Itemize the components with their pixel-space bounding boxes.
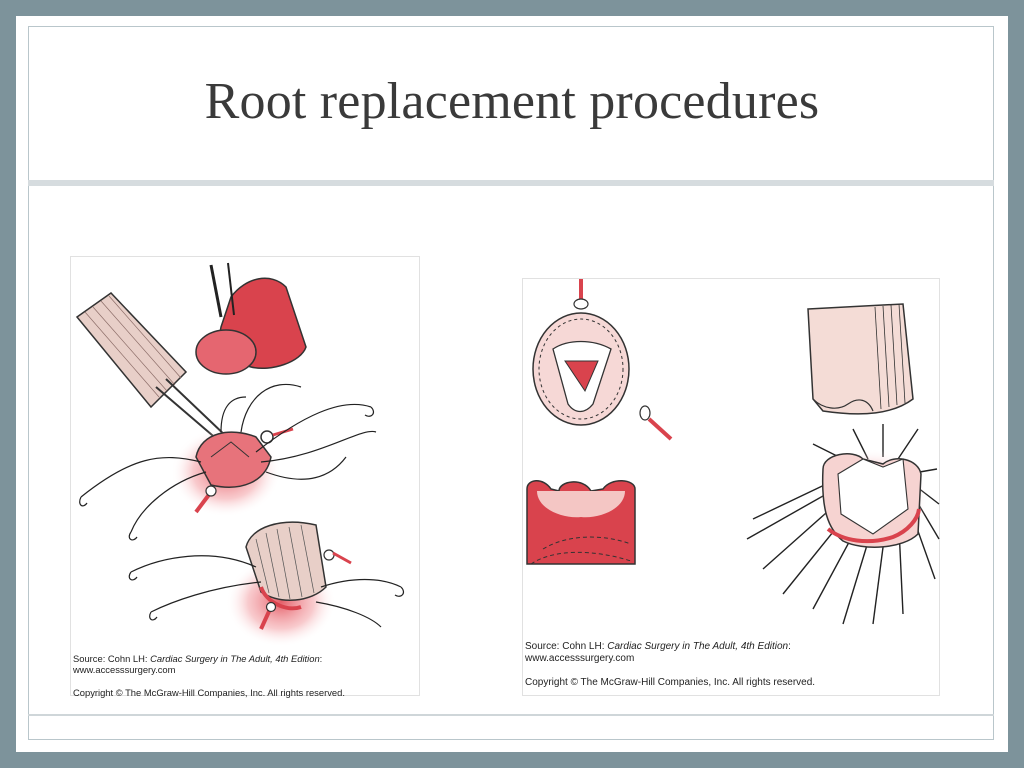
title-divider <box>28 180 994 186</box>
source-url: www.accesssurgery.com <box>73 664 176 675</box>
figure-left: Source: Cohn LH: Cardiac Surgery in The … <box>70 256 420 698</box>
source-label: Source: Cohn LH: <box>73 653 151 664</box>
source-suffix: : <box>319 653 323 664</box>
slide-inner-border <box>28 26 994 740</box>
figure-left-caption: Source: Cohn LH: Cardiac Surgery in The … <box>73 653 413 698</box>
copyright-notice: Copyright © The McGraw-Hill Companies, I… <box>73 687 345 698</box>
slide-title: Root replacement procedures <box>204 73 820 130</box>
figure-right-caption: Source: Cohn LH: Cardiac Surgery in The … <box>525 641 935 689</box>
source-suffix: : <box>788 641 791 652</box>
source-url: www.accesssurgery.com <box>525 653 635 664</box>
footer-divider <box>28 714 994 716</box>
copyright-notice: Copyright © The McGraw-Hill Companies, I… <box>525 677 816 688</box>
source-book-title: Cardiac Surgery in The Adult, 4th Editio… <box>150 653 320 664</box>
source-label: Source: Cohn LH: <box>525 641 608 652</box>
source-book-title: Cardiac Surgery in The Adult, 4th Editio… <box>607 641 789 652</box>
root-replacement-illustration-left <box>75 262 405 647</box>
figure-right: Source: Cohn LH: Cardiac Surgery in The … <box>522 278 940 696</box>
root-replacement-illustration-right <box>526 279 940 625</box>
